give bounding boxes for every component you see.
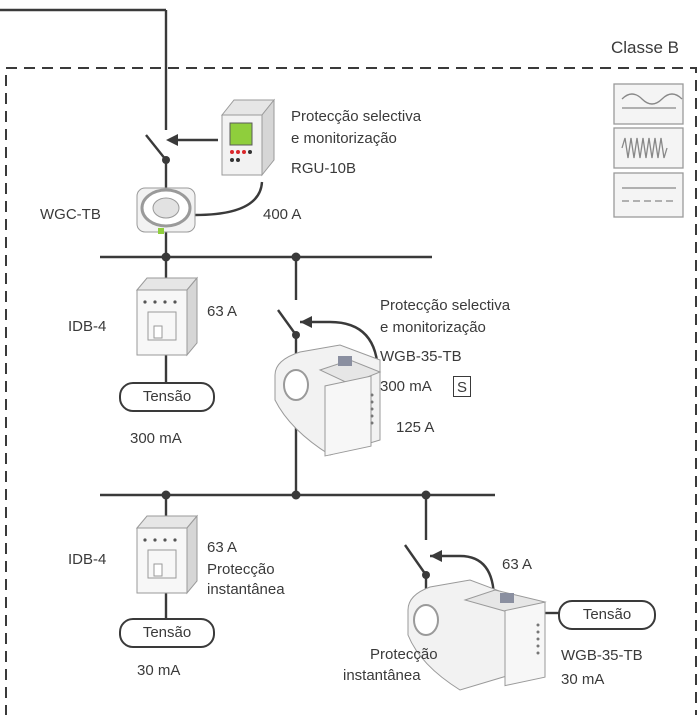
top-desc-line2: e monitorização	[291, 130, 397, 147]
mid-sensitivity: 300 mA	[380, 378, 432, 395]
top-desc-line1: Protecção selectiva	[291, 108, 422, 125]
idb-4-top-sensitivity: 300 mA	[130, 430, 182, 447]
rgu-10b-label: RGU-10B	[291, 160, 357, 177]
wgc-tb-toroid	[136, 187, 196, 234]
wgc-tb-label: WGC-TB	[40, 206, 101, 223]
idb-4-bottom-rating: 63 A	[207, 539, 238, 556]
waveform-icon	[613, 83, 684, 218]
bottom-right-switch	[404, 544, 427, 576]
idb-4-top-rating: 63 A	[207, 303, 238, 320]
class-b-boundary	[5, 67, 697, 715]
rgu-10b-relay	[220, 98, 276, 177]
relay-signal-line	[194, 181, 264, 217]
main-current-label: 400 A	[263, 206, 302, 223]
mid-desc-line2: e monitorização	[380, 319, 486, 336]
wgb-35-tb-mid-label: WGB-35-TB	[380, 348, 462, 365]
mid-desc-line1: Protecção selectiva	[380, 297, 511, 314]
bottom-left-desc-line2: instantânea	[207, 581, 285, 598]
idb-4-breaker-top	[135, 276, 199, 357]
tensao-pill-top: Tensão	[119, 382, 215, 412]
mid-current: 125 A	[396, 419, 435, 436]
middle-switch	[277, 309, 297, 336]
tensao-pill-bottom-right: Tensão	[558, 600, 656, 630]
idb-4-top-label: IDB-4	[68, 318, 107, 335]
wgb-35-tb-middle	[274, 344, 382, 457]
wgb-35-tb-bottom-label: WGB-35-TB	[561, 647, 643, 664]
main-switch	[145, 134, 167, 161]
selective-s-box: S	[453, 376, 471, 397]
wgb-35-tb-bottom	[407, 579, 547, 691]
idb-4-bottom-sensitivity: 30 mA	[137, 662, 181, 679]
bottom-right-desc-line2: instantânea	[343, 667, 421, 684]
bottom-left-desc-line1: Protecção	[207, 561, 275, 578]
bottom-right-desc-line1: Protecção	[370, 646, 438, 663]
junction-dots	[161, 156, 431, 579]
bottom-right-sensitivity: 30 mA	[561, 671, 605, 688]
idb-4-breaker-bottom	[135, 514, 199, 595]
arrowheads	[166, 134, 442, 562]
bottom-right-rating: 63 A	[502, 556, 533, 573]
tensao-pill-bottom-left: Tensão	[119, 618, 215, 648]
class-b-label: Classe B	[611, 38, 680, 57]
idb-4-bottom-label: IDB-4	[68, 551, 107, 568]
